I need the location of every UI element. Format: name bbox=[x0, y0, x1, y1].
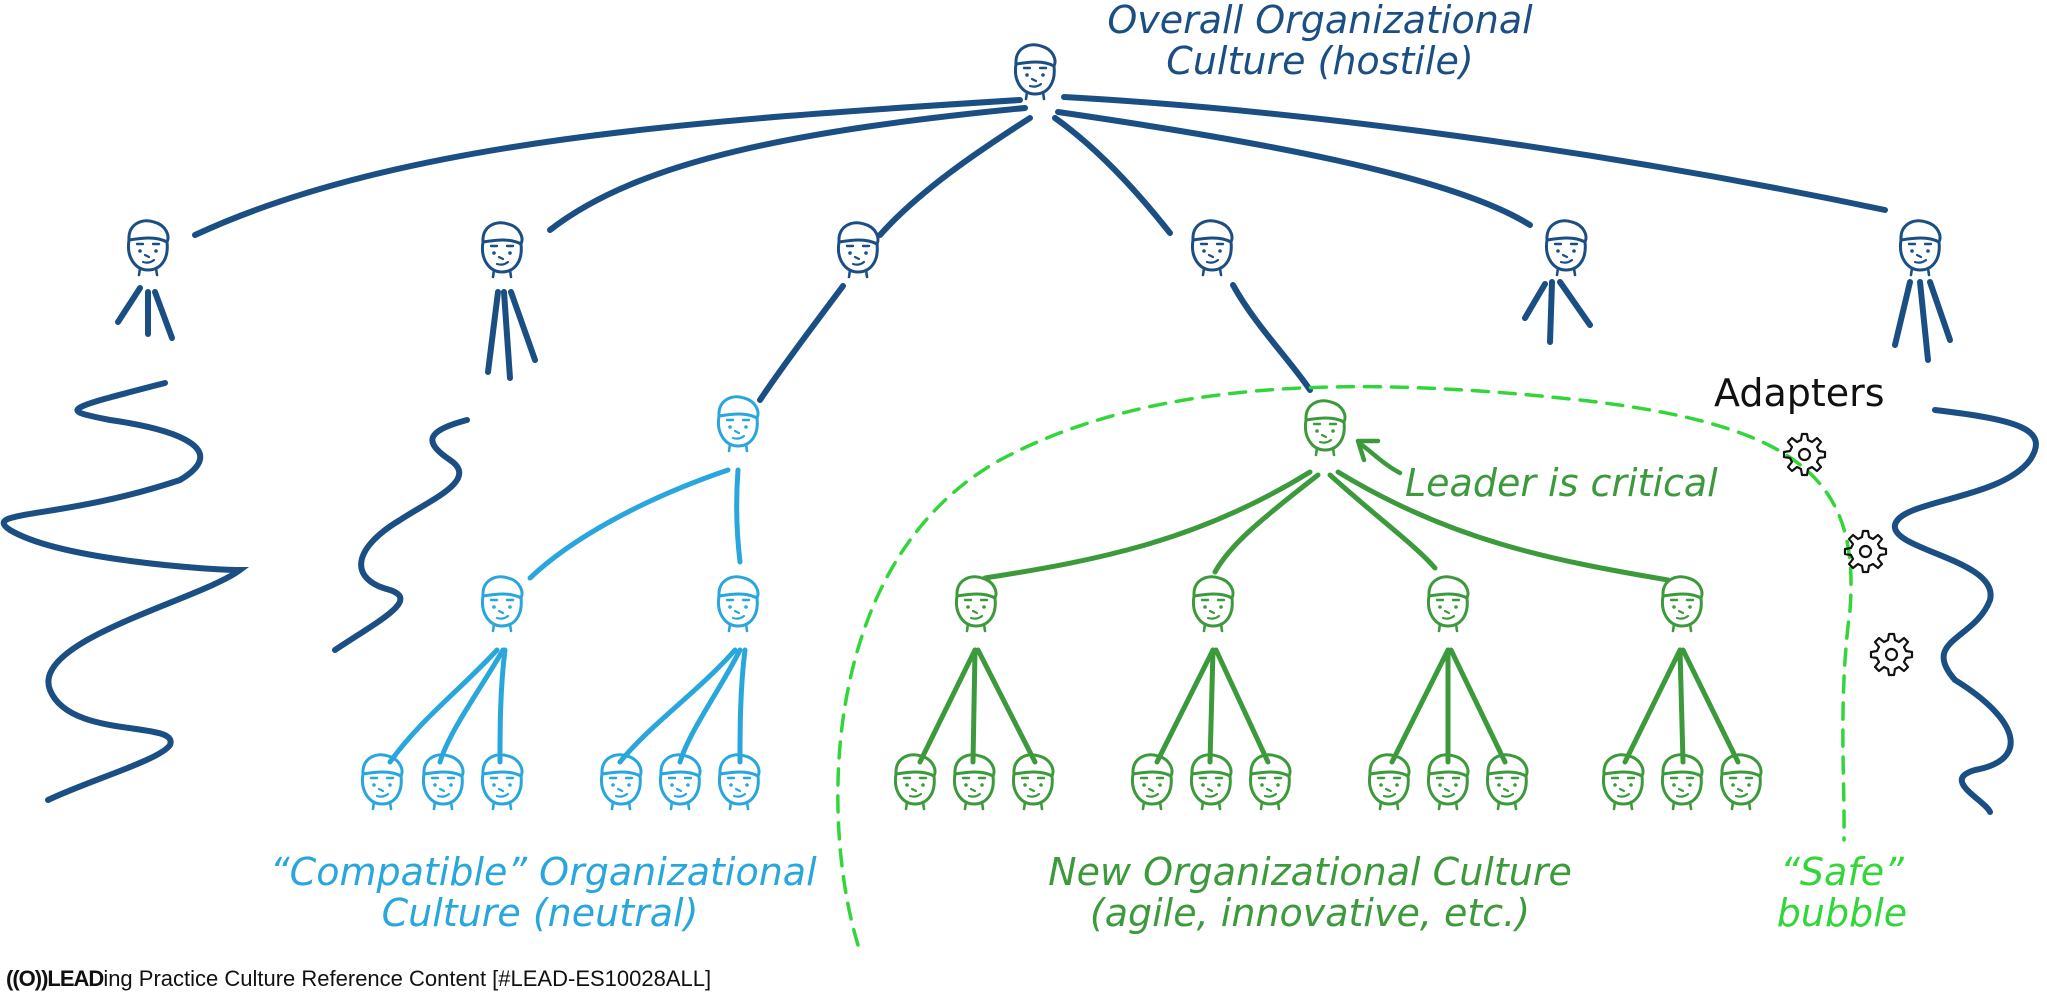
safe-bubble-label: “Safe” bubble bbox=[1752, 850, 1932, 936]
gear-icon bbox=[1869, 632, 1914, 677]
overall-culture-line2: Culture (hostile) bbox=[1166, 39, 1474, 84]
lead-logo: ((O))LEAD bbox=[6, 966, 104, 991]
face-icon bbox=[480, 575, 524, 633]
safe-bubble-line1: “Safe” bbox=[1780, 850, 1904, 894]
face-icon bbox=[1426, 575, 1470, 633]
face-icon bbox=[893, 753, 937, 811]
neutral-people bbox=[360, 395, 761, 811]
safe-bubble-line2: bubble bbox=[1776, 891, 1908, 936]
face-icon bbox=[480, 221, 524, 279]
compatible-culture-line1: “Compatible” Organizational bbox=[270, 850, 817, 894]
face-icon bbox=[716, 575, 760, 633]
new-culture-links bbox=[917, 469, 1741, 765]
face-icon bbox=[126, 219, 170, 277]
hostile-culture-links bbox=[0, 94, 2039, 815]
face-icon bbox=[421, 753, 465, 811]
face-icon bbox=[954, 575, 998, 633]
face-icon bbox=[836, 221, 880, 279]
hostile-people bbox=[126, 43, 1942, 279]
adapters-label: Adapters bbox=[1714, 371, 1885, 415]
face-icon bbox=[1130, 753, 1174, 811]
neutral-culture-links bbox=[387, 467, 748, 765]
face-icon bbox=[1544, 219, 1588, 277]
face-icon bbox=[1660, 575, 1704, 633]
footer-text: ing Practice Culture Reference Content [… bbox=[103, 966, 712, 991]
face-icon bbox=[1190, 219, 1234, 277]
leader-critical-label: Leader is critical bbox=[1405, 461, 1718, 505]
face-icon bbox=[1898, 219, 1942, 277]
face-icon bbox=[1013, 43, 1057, 101]
leader-arrow-icon bbox=[1355, 438, 1403, 476]
new-culture-line1: New Organizational Culture bbox=[1048, 850, 1572, 894]
overall-culture-line1: Overall Organizational bbox=[1107, 0, 1533, 42]
gear-icon bbox=[1782, 432, 1827, 477]
face-icon bbox=[1303, 399, 1347, 457]
face-icon bbox=[716, 395, 760, 453]
face-icon bbox=[360, 753, 404, 811]
compatible-culture-label: “Compatible” Organizational Culture (neu… bbox=[270, 850, 817, 936]
overall-culture-label: Overall Organizational Culture (hostile) bbox=[1090, 0, 1550, 82]
face-icon bbox=[1191, 575, 1235, 633]
safe-bubble-outline bbox=[836, 384, 1853, 947]
footer-credit: ((O))LEADing Practice Culture Reference … bbox=[6, 966, 711, 992]
new-culture-label: New Organizational Culture (agile, innov… bbox=[1040, 850, 1580, 936]
compatible-culture-line2: Culture (neutral) bbox=[381, 891, 699, 936]
face-icon bbox=[1719, 753, 1763, 811]
new-culture-line2: (agile, innovative, etc.) bbox=[1089, 891, 1531, 936]
face-icon bbox=[1367, 753, 1411, 811]
gear-icon bbox=[1843, 529, 1888, 574]
